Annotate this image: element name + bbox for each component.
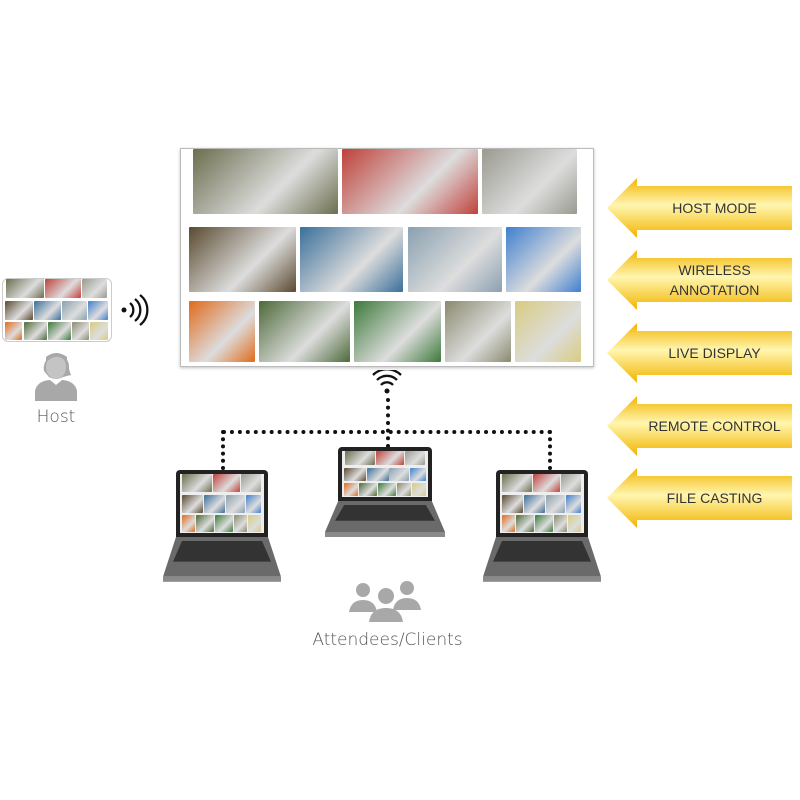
photo-thumbnail	[181, 515, 196, 532]
attendees-label: Attendees/Clients	[312, 630, 463, 650]
photo-thumbnail	[524, 495, 546, 513]
main-display	[180, 148, 594, 367]
photo-thumbnail	[6, 279, 45, 298]
photo-thumbnail	[532, 474, 561, 492]
network-line	[548, 430, 552, 470]
photo-thumbnail	[344, 451, 375, 465]
wifi-icon	[372, 370, 402, 394]
photo-thumbnail	[300, 227, 404, 293]
photo-thumbnail	[226, 495, 246, 513]
wifi-icon	[121, 294, 149, 326]
photo-thumbnail	[5, 301, 34, 320]
photo-thumbnail	[566, 495, 582, 513]
photo-thumbnail	[193, 149, 338, 215]
laptop-icon	[483, 470, 601, 582]
photo-thumbnail	[367, 467, 389, 482]
person-icon	[35, 353, 77, 401]
photo-thumbnail	[553, 515, 568, 532]
photo-thumbnail	[72, 322, 90, 340]
laptop-icon	[325, 447, 445, 537]
photo-thumbnail	[411, 483, 426, 497]
photo-thumbnail	[561, 474, 581, 492]
photo-thumbnail	[546, 495, 566, 513]
photo-thumbnail	[195, 515, 215, 532]
network-line	[221, 430, 225, 470]
photo-thumbnail	[389, 467, 410, 482]
photo-thumbnail	[358, 483, 378, 497]
photo-thumbnail	[341, 149, 478, 215]
photo-thumbnail	[88, 301, 108, 320]
photo-thumbnail	[90, 322, 108, 340]
group-icon	[349, 581, 421, 622]
photo-thumbnail	[501, 515, 516, 532]
photo-thumbnail	[81, 279, 107, 298]
feature-arrow: FILE CASTING	[607, 468, 792, 528]
photo-thumbnail	[48, 322, 72, 340]
photo-thumbnail	[34, 301, 62, 320]
photo-thumbnail	[375, 451, 405, 465]
photo-thumbnail	[215, 515, 233, 532]
photo-thumbnail	[45, 279, 81, 298]
feature-arrow: HOST MODE	[607, 178, 792, 238]
photo-thumbnail	[181, 495, 204, 513]
arrow-left-icon	[607, 468, 792, 528]
photo-thumbnail	[233, 515, 248, 532]
host-label: Host	[36, 407, 76, 427]
arrow-left-icon	[607, 323, 792, 383]
photo-thumbnail	[506, 227, 581, 293]
photo-thumbnail	[397, 483, 411, 497]
feature-label: HOST MODE	[672, 200, 757, 216]
photo-thumbnail	[259, 300, 350, 362]
photo-thumbnail	[204, 495, 226, 513]
feature-arrow: LIVE DISPLAY	[607, 323, 792, 383]
arrow-left-icon	[607, 396, 792, 456]
host-tablet	[2, 278, 112, 342]
photo-thumbnail	[407, 227, 503, 293]
photo-thumbnail	[404, 451, 425, 465]
feature-label: FILE CASTING	[666, 490, 763, 506]
photo-thumbnail	[246, 495, 262, 513]
photo-thumbnail	[481, 149, 577, 215]
photo-thumbnail	[568, 515, 582, 532]
photo-thumbnail	[241, 474, 261, 492]
photo-thumbnail	[535, 515, 553, 532]
photo-thumbnail	[501, 495, 524, 513]
photo-thumbnail	[182, 474, 212, 492]
photo-thumbnail	[378, 483, 397, 497]
photo-thumbnail	[343, 483, 358, 497]
feature-label: LIVE DISPLAY	[668, 345, 761, 361]
photo-thumbnail	[189, 227, 297, 293]
photo-thumbnail	[410, 467, 426, 482]
photo-thumbnail	[248, 515, 262, 532]
photo-thumbnail	[343, 467, 367, 482]
photo-thumbnail	[502, 474, 532, 492]
laptop-icon	[163, 470, 281, 582]
photo-thumbnail	[444, 300, 511, 362]
arrow-left-icon	[607, 250, 792, 310]
photo-thumbnail	[354, 300, 441, 362]
network-line	[386, 398, 390, 448]
arrow-left-icon	[607, 178, 792, 238]
photo-thumbnail	[5, 322, 23, 340]
feature-label: REMOTE CONTROL	[648, 418, 781, 434]
feature-arrow: REMOTE CONTROL	[607, 396, 792, 456]
photo-thumbnail	[515, 515, 535, 532]
photo-thumbnail	[189, 300, 256, 362]
photo-thumbnail	[212, 474, 241, 492]
photo-thumbnail	[23, 322, 48, 340]
photo-thumbnail	[62, 301, 88, 320]
photo-thumbnail	[514, 300, 581, 362]
